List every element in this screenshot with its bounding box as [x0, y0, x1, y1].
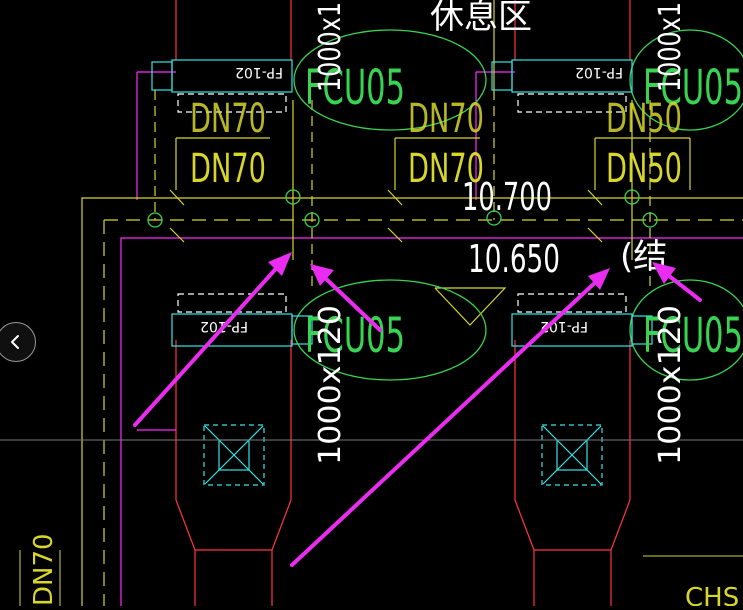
pipe-size-label: DN70 [408, 146, 484, 192]
tag-ellipses [293, 29, 743, 381]
duct-size-label: 1000x1 [313, 2, 348, 92]
annotation-arrows [133, 252, 702, 567]
valve-circles [147, 189, 658, 228]
pipe-size-label-vertical: DN70 [29, 533, 59, 606]
duct-size-label: 1000x1 [653, 2, 688, 92]
elevation-lower: 10.650 [468, 237, 560, 281]
air-diffusers [203, 424, 603, 486]
pipe-size-label: DN50 [606, 146, 682, 192]
pipe-size-label: DN70 [190, 96, 266, 142]
pipe-size-label: DN70 [190, 146, 266, 192]
unit-code-top-right: FP-102 [575, 64, 623, 80]
fcu-tag-top-left: FCU05 [305, 60, 405, 116]
pipe-size-label: DN50 [606, 96, 682, 142]
bottom-right-label: CHS [685, 583, 739, 606]
duct-outlines [175, 0, 631, 606]
fcu-tag-bottom-left: FCU05 [305, 308, 405, 364]
previous-image-button[interactable] [0, 322, 36, 362]
duct-size-label: 1000x120 [313, 305, 348, 465]
chevron-left-icon [11, 335, 19, 349]
elevation-symbol [434, 287, 507, 326]
elevation-upper: 10.700 [462, 175, 552, 219]
duct-size-label: 1000x120 [653, 305, 688, 465]
magenta-lines [120, 71, 743, 606]
room-label: 休息区 [430, 0, 532, 37]
yellow-pipes [81, 0, 743, 606]
fcu-tag-bottom-right: FCU05 [643, 308, 743, 364]
fcu-tag-top-right: FCU05 [643, 60, 743, 116]
unit-code-top-left: FP-102 [235, 64, 283, 80]
pipe-size-label: DN70 [408, 96, 484, 142]
fan-coil-units [151, 59, 653, 347]
